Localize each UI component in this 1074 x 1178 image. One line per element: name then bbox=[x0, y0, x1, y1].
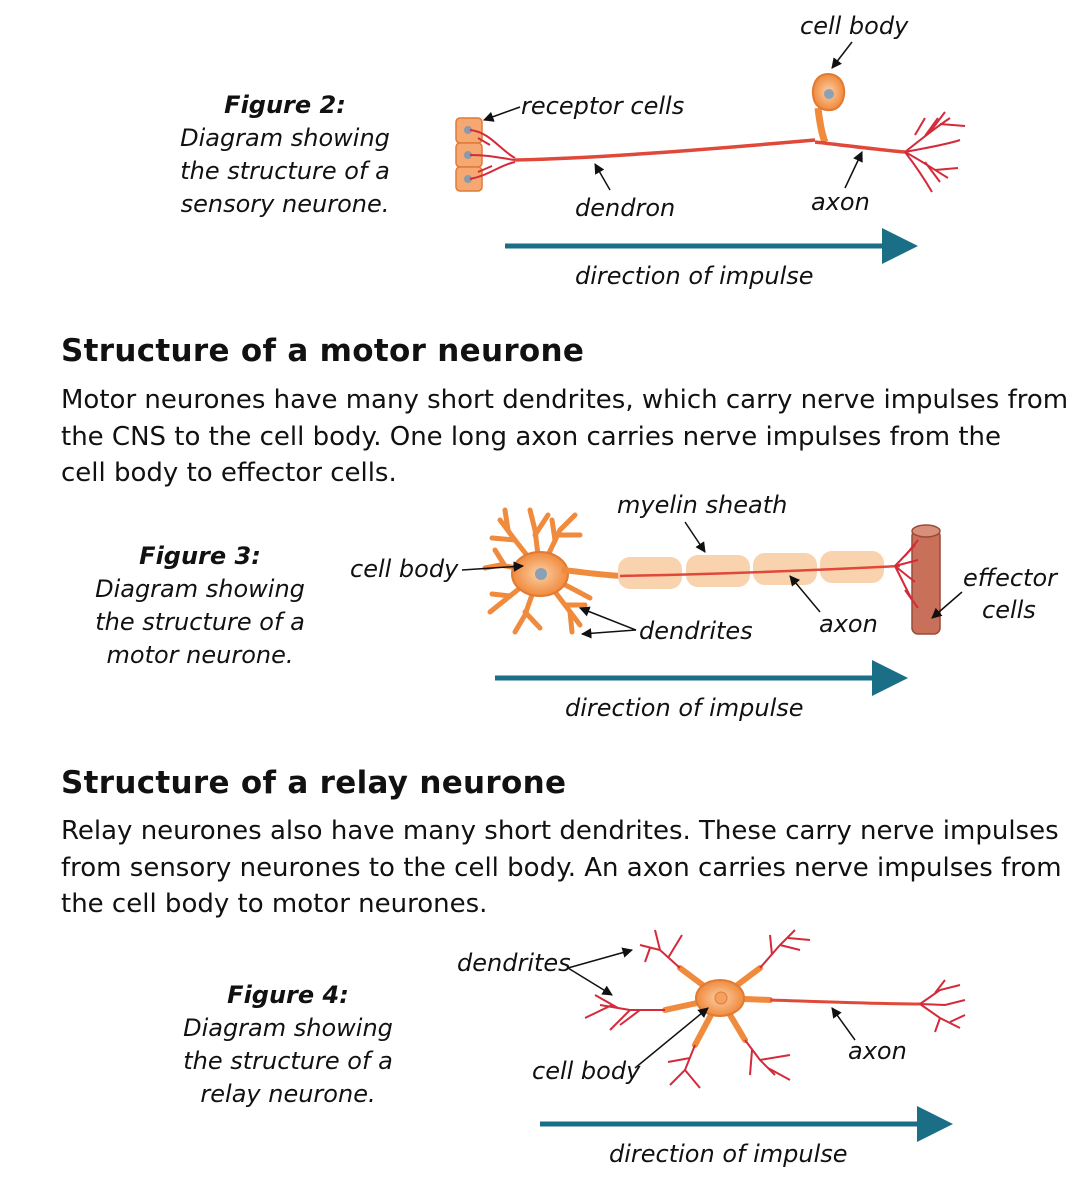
figure4-label-dendrites: dendrites bbox=[457, 949, 571, 977]
figure3-label-effector: effector bbox=[963, 564, 1058, 592]
figure3-caption: Figure 3: Diagram showing the structure … bbox=[65, 540, 335, 672]
myelin-sheath-segments bbox=[618, 551, 884, 589]
figure2-label-axon: axon bbox=[811, 188, 870, 216]
motor-axon-terminals bbox=[894, 539, 919, 609]
relay-paragraph-line: the cell body to motor neurones. bbox=[61, 889, 488, 919]
figure3-caption-line: Diagram showing bbox=[95, 575, 305, 603]
relay-paragraph: Relay neurones also have many short dend… bbox=[61, 813, 1062, 923]
figure2-label-cell-body: cell body bbox=[800, 12, 909, 40]
effector-cells bbox=[911, 524, 941, 635]
figure4-number: Figure 4: bbox=[227, 981, 349, 1009]
figure3-caption-line: motor neurone. bbox=[106, 641, 294, 669]
dendron-pointer bbox=[594, 163, 611, 191]
relay-processes bbox=[662, 965, 773, 1048]
figure4-label-cell-body: cell body bbox=[532, 1057, 641, 1085]
figure2-caption-line: the structure of a bbox=[180, 157, 390, 185]
figure3-label-axon: axon bbox=[819, 610, 878, 638]
figure2-number: Figure 2: bbox=[224, 91, 346, 119]
figure3-caption-line: the structure of a bbox=[95, 608, 305, 636]
figure4-label-axon: axon bbox=[848, 1037, 907, 1065]
figure2-caption-line: Diagram showing bbox=[180, 124, 390, 152]
dendrites-pointer-lower bbox=[567, 967, 613, 996]
figure2-caption: Figure 2: Diagram showing the structure … bbox=[150, 89, 420, 221]
relay-paragraph-line: from sensory neurones to the cell body. … bbox=[61, 852, 1062, 883]
receptor-cells-pointer bbox=[483, 106, 521, 122]
figure2-label-receptor-cells: receptor cells bbox=[521, 92, 685, 120]
myelin-pointer bbox=[684, 521, 706, 553]
motor-paragraph-line: cell body to effector cells. bbox=[61, 458, 397, 488]
motor-cell-body bbox=[511, 551, 569, 597]
motor-axon-fibre bbox=[619, 564, 901, 578]
axon-pointer bbox=[789, 575, 821, 613]
figure3-number: Figure 3: bbox=[139, 542, 261, 570]
relay-heading: Structure of a relay neurone bbox=[61, 765, 567, 801]
figure3-direction-label: direction of impulse bbox=[565, 694, 804, 722]
cell-body-stalk bbox=[814, 107, 829, 144]
figure2-caption-line: sensory neurone. bbox=[180, 190, 390, 218]
figure4-caption-line: the structure of a bbox=[183, 1047, 393, 1075]
motor-axon-hillock bbox=[561, 567, 626, 579]
motor-heading: Structure of a motor neurone bbox=[61, 333, 585, 369]
relay-paragraph-line: Relay neurones also have many short dend… bbox=[61, 816, 1059, 846]
figure4-caption: Figure 4: Diagram showing the structure … bbox=[153, 979, 423, 1111]
dendrites-pointer-upper bbox=[567, 947, 634, 969]
receptor-cells bbox=[455, 117, 483, 192]
relay-cell-body bbox=[695, 979, 745, 1017]
figure4-caption-line: relay neurone. bbox=[200, 1080, 376, 1108]
dendron-fibre bbox=[514, 138, 816, 162]
relay-axon-terminals bbox=[919, 979, 966, 1033]
figure3-label-myelin-sheath: myelin sheath bbox=[617, 491, 788, 519]
figure4-direction-label: direction of impulse bbox=[609, 1140, 848, 1168]
figure2-direction-arrow bbox=[505, 228, 918, 264]
figure2-label-dendron: dendron bbox=[575, 194, 676, 222]
axon-fibre bbox=[814, 140, 906, 154]
figure3-label-dendrites: dendrites bbox=[639, 617, 753, 645]
figure2-direction-label: direction of impulse bbox=[575, 262, 814, 290]
figure3-label-cells: cells bbox=[982, 596, 1036, 624]
cell-body-pointer bbox=[461, 561, 525, 572]
cell-body-pointer bbox=[634, 1007, 709, 1069]
figure3-direction-arrow bbox=[495, 660, 908, 696]
axon-pointer bbox=[844, 151, 863, 189]
figure4-direction-arrow bbox=[540, 1106, 953, 1142]
motor-paragraph-line: the CNS to the cell body. One long axon … bbox=[61, 421, 1002, 452]
cell-body bbox=[811, 72, 846, 112]
motor-paragraph: Motor neurones have many short dendrites… bbox=[61, 382, 1068, 492]
figure3-label-cell-body: cell body bbox=[350, 555, 459, 583]
axon-pointer bbox=[831, 1007, 856, 1041]
relay-axon-fibre bbox=[769, 998, 921, 1006]
figure4-caption-line: Diagram showing bbox=[183, 1014, 393, 1042]
axon-terminals bbox=[904, 111, 966, 193]
cell-body-pointer bbox=[831, 41, 853, 69]
dendrites-pointer-lower bbox=[580, 628, 637, 639]
motor-paragraph-line: Motor neurones have many short dendrites… bbox=[61, 385, 1069, 415]
effector-pointer bbox=[931, 591, 963, 619]
dendrites-pointer-upper bbox=[579, 606, 637, 631]
dendron-endings bbox=[469, 129, 516, 180]
motor-dendrites bbox=[482, 507, 593, 635]
